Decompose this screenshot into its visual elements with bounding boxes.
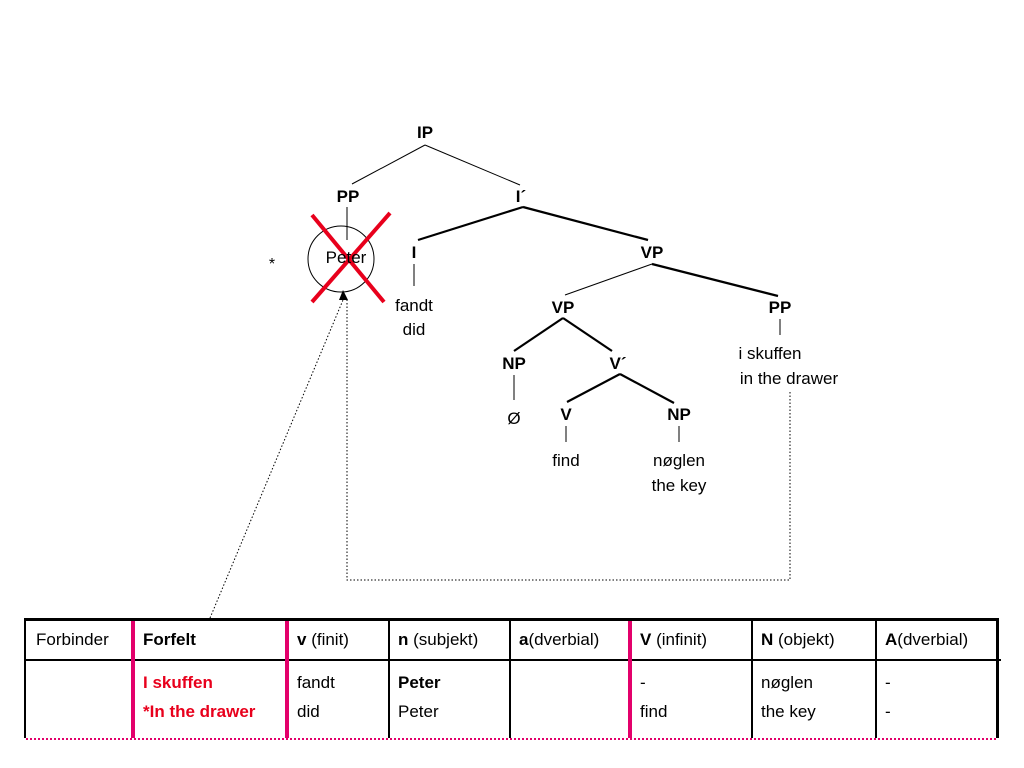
node-v: V	[560, 405, 572, 424]
cell-forbinder	[26, 660, 133, 738]
node-i: I	[412, 243, 417, 262]
edge-vp-np	[513, 317, 564, 352]
node-v-bar: V´	[610, 354, 627, 373]
edge-ibar-vp	[522, 205, 649, 242]
header-n-subjekt: n (subjekt)	[388, 621, 510, 661]
node-pp-spec: PP	[337, 187, 360, 206]
node-ip: IP	[417, 123, 433, 142]
edge-vp-vbar	[562, 317, 613, 352]
red-cross-stroke-2	[310, 211, 392, 304]
header-V-infinit: V (infinit)	[628, 621, 752, 661]
edge-vbar-v	[566, 373, 621, 403]
node-vp-inner: VP	[552, 298, 575, 317]
cell-V-infinit: - find	[628, 660, 752, 738]
cell-forfelt: I skuffen *In the drawer	[131, 660, 287, 738]
node-i-bar: I´	[516, 187, 526, 206]
word-find: find	[552, 451, 579, 470]
cell-v-finit: fandt did	[285, 660, 389, 738]
edge-vp-pp	[651, 262, 779, 298]
cell-n-subjekt: Peter Peter	[388, 660, 510, 738]
word-peter: Peter	[326, 248, 367, 267]
node-pp-adjunct: PP	[769, 298, 792, 317]
header-N-objekt: N (objekt)	[751, 621, 876, 661]
header-forfelt: Forfelt	[131, 621, 287, 661]
cell-N-objekt: nøglen the key	[751, 660, 876, 738]
edge-ip-ibar	[424, 144, 521, 186]
word-fandt: fandt	[395, 296, 433, 315]
cell-A-dverbial: - -	[875, 660, 1001, 738]
movement-arrowhead	[339, 290, 348, 300]
word-in-the-drawer: in the drawer	[740, 369, 839, 388]
header-a-dverbial: a(dverbial)	[509, 621, 630, 661]
cell-a-dverbial	[509, 660, 630, 738]
trace-circle	[307, 225, 375, 293]
field-scheme-table: Forbinder Forfelt v (finit) n (subjekt) …	[24, 618, 1001, 740]
node-np-object: NP	[667, 405, 691, 424]
ungrammatical-asterisk: *	[269, 256, 275, 273]
table-header-row: Forbinder Forfelt v (finit) n (subjekt) …	[26, 621, 1001, 661]
node-np-subject: NP	[502, 354, 526, 373]
dotted-movement-path	[346, 300, 791, 581]
edge-ip-pp	[351, 144, 426, 185]
word-empty: Ø	[507, 409, 520, 428]
table-row: I skuffen *In the drawer fandt did Peter…	[26, 660, 1001, 738]
dotted-link-to-forfelt	[209, 299, 344, 619]
edge-ibar-i	[417, 205, 524, 242]
header-forbinder: Forbinder	[26, 621, 133, 661]
edge-vbar-np	[619, 373, 675, 404]
word-did: did	[403, 320, 426, 339]
node-vp-top: VP	[641, 243, 664, 262]
word-i-skuffen: i skuffen	[738, 344, 801, 363]
word-the-key: the key	[652, 476, 707, 495]
header-v-finit: v (finit)	[285, 621, 389, 661]
header-A-dverbial: A(dverbial)	[875, 621, 1001, 661]
word-noglen: nøglen	[653, 451, 705, 470]
edge-vp-vp	[564, 263, 653, 296]
